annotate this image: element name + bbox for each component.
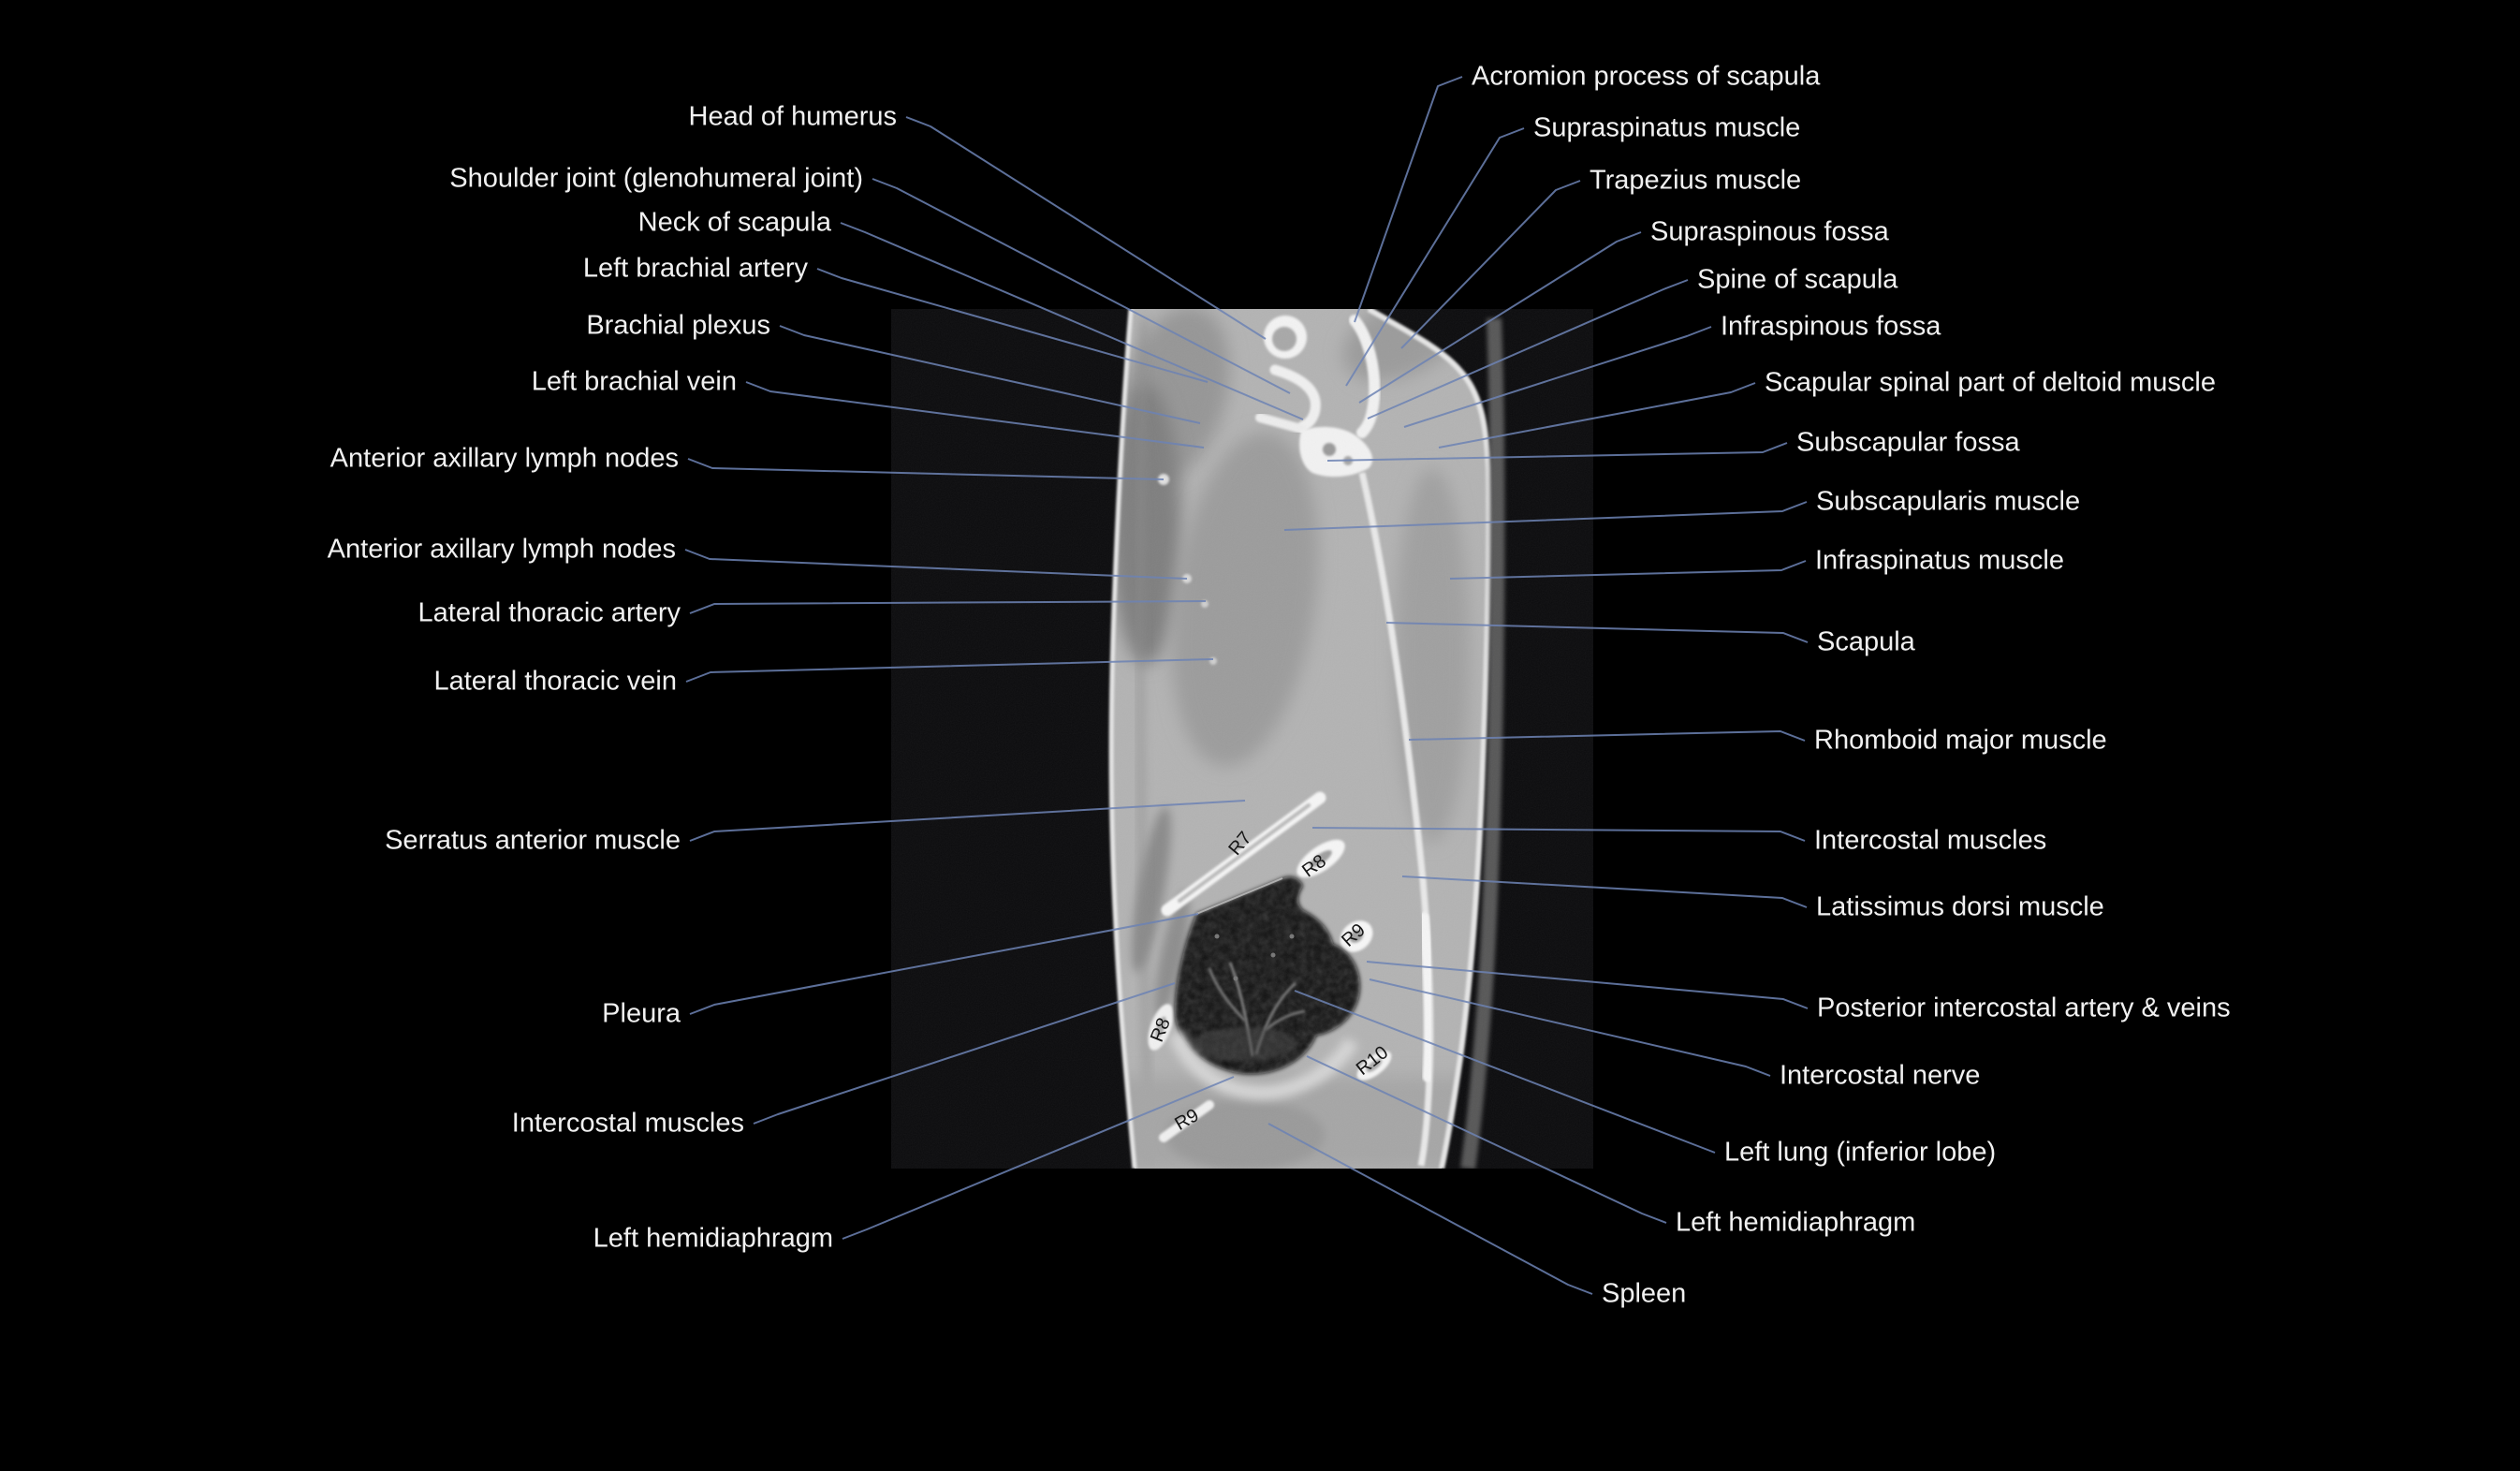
leader-line-intercostal-nerve [1369, 978, 1771, 1077]
leader-lines [684, 76, 1809, 1295]
leader-line-head-of-humerus [905, 116, 1267, 340]
label-intercostal-muscles: Intercostal muscles [1814, 825, 2047, 856]
label-posterior-intercostal-artery-veins: Posterior intercostal artery & veins [1817, 993, 2231, 1023]
leader-line-rhomboid-major-muscle [1408, 730, 1806, 742]
label-left-brachial-vein: Left brachial vein [531, 366, 737, 397]
label-subscapular-fossa: Subscapular fossa [1796, 427, 2020, 458]
leader-line-left-brachial-artery [816, 268, 1209, 383]
label-latissimus-dorsi-muscle: Latissimus dorsi muscle [1816, 891, 2104, 922]
leader-line-spleen [1267, 1123, 1593, 1295]
leader-line-lateral-thoracic-vein [685, 658, 1214, 683]
label-lateral-thoracic-artery: Lateral thoracic artery [418, 597, 681, 628]
label-serratus-anterior-muscle: Serratus anterior muscle [385, 825, 681, 856]
label-left-hemidiaphragm: Left hemidiaphragm [593, 1223, 833, 1254]
leader-line-intercostal-muscles [1311, 827, 1806, 842]
label-infraspinous-fossa: Infraspinous fossa [1721, 311, 1941, 342]
leader-line-anterior-axillary-lymph-nodes [684, 549, 1188, 580]
label-infraspinatus-muscle: Infraspinatus muscle [1815, 545, 2064, 576]
leader-line-spine-of-scapula [1367, 279, 1689, 419]
leader-line-supraspinatus-muscle [1345, 127, 1525, 387]
label-left-lung-inferior-lobe: Left lung (inferior lobe) [1724, 1137, 1997, 1168]
leader-line-infraspinous-fossa [1403, 326, 1712, 428]
leader-line-latissimus-dorsi-muscle [1401, 875, 1808, 908]
leader-line-acromion-process-of-scapula [1354, 76, 1463, 323]
leader-line-left-hemidiaphragm [842, 1076, 1235, 1240]
leader-line-left-hemidiaphragm [1306, 1055, 1667, 1224]
leader-line-anterior-axillary-lymph-nodes [687, 458, 1165, 480]
label-neck-of-scapula: Neck of scapula [637, 207, 831, 238]
label-supraspinatus-muscle: Supraspinatus muscle [1533, 112, 1801, 143]
label-scapula: Scapula [1817, 626, 1915, 657]
leader-line-scapular-spinal-part-of-deltoid-muscle [1438, 382, 1756, 449]
label-head-of-humerus: Head of humerus [688, 101, 897, 132]
label-intercostal-nerve: Intercostal nerve [1780, 1060, 1981, 1091]
label-intercostal-muscles: Intercostal muscles [511, 1108, 744, 1139]
leader-line-subscapularis-muscle [1283, 501, 1808, 531]
label-anterior-axillary-lymph-nodes: Anterior axillary lymph nodes [327, 534, 676, 565]
leader-line-shoulder-joint-glenohumeral-joint [872, 178, 1291, 394]
label-subscapularis-muscle: Subscapularis muscle [1816, 486, 2081, 517]
leader-line-trapezius-muscle [1400, 180, 1581, 349]
label-spleen: Spleen [1602, 1278, 1687, 1309]
label-supraspinous-fossa: Supraspinous fossa [1650, 216, 1889, 247]
leader-line-brachial-plexus [779, 325, 1201, 424]
leader-line-infraspinatus-muscle [1449, 560, 1807, 580]
label-shoulder-joint-glenohumeral-joint: Shoulder joint (glenohumeral joint) [449, 163, 863, 194]
label-pleura: Pleura [602, 998, 681, 1029]
label-lateral-thoracic-vein: Lateral thoracic vein [433, 666, 677, 697]
label-anterior-axillary-lymph-nodes: Anterior axillary lymph nodes [330, 443, 679, 474]
leader-line-left-brachial-vein [745, 381, 1205, 449]
leader-line-left-lung-inferior-lobe [1294, 990, 1716, 1154]
leader-line-lateral-thoracic-artery [689, 600, 1207, 614]
label-rhomboid-major-muscle: Rhomboid major muscle [1814, 725, 2107, 756]
ct-scan-field [891, 309, 1593, 1169]
leader-line-neck-of-scapula [840, 222, 1304, 420]
leader-line-subscapular-fossa [1326, 442, 1788, 462]
label-acromion-process-of-scapula: Acromion process of scapula [1472, 61, 1821, 92]
leader-line-posterior-intercostal-artery-veins [1366, 961, 1809, 1009]
label-left-hemidiaphragm: Left hemidiaphragm [1676, 1207, 1916, 1238]
leader-line-supraspinous-fossa [1358, 231, 1642, 404]
label-brachial-plexus: Brachial plexus [586, 310, 770, 341]
leader-line-serratus-anterior-muscle [689, 800, 1246, 842]
leader-line-scapula [1385, 622, 1809, 643]
label-scapular-spinal-part-of-deltoid-muscle: Scapular spinal part of deltoid muscle [1765, 367, 2216, 398]
label-spine-of-scapula: Spine of scapula [1697, 264, 1898, 295]
label-left-brachial-artery: Left brachial artery [582, 253, 808, 284]
leader-line-intercostal-muscles [753, 982, 1176, 1125]
label-trapezius-muscle: Trapezius muscle [1590, 165, 1802, 196]
leader-line-pleura [689, 913, 1199, 1015]
